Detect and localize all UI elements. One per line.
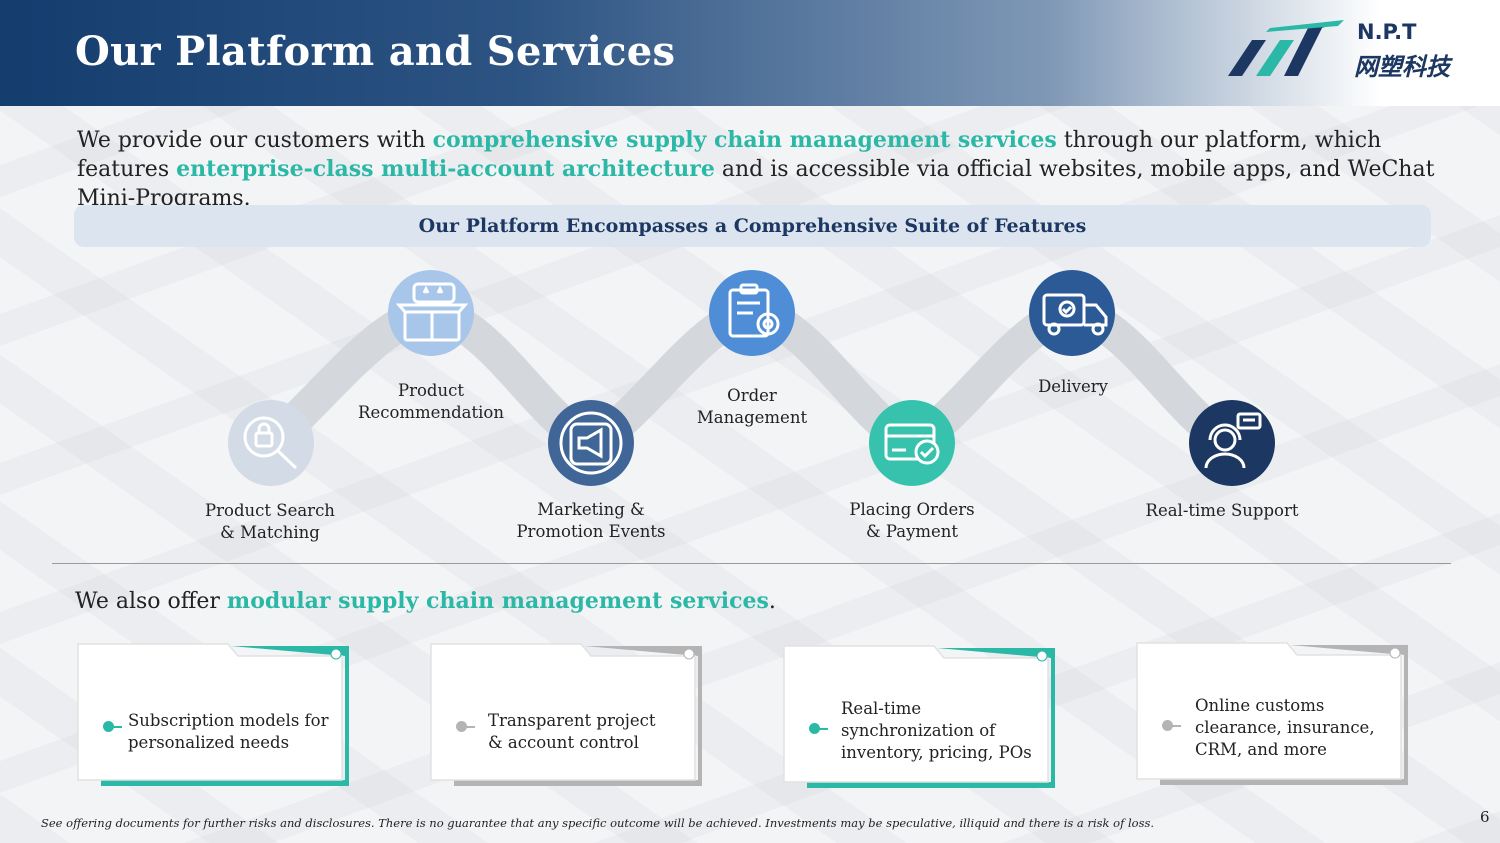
bullet-dash [112,726,122,728]
page-number: 6 [1480,808,1490,826]
feature-label-line: & Matching [220,523,320,542]
feature-circle-placing-orders [869,400,955,486]
feature-label-line: Recommendation [358,403,504,422]
feature-circle-real-time-support [1189,400,1275,486]
feature-circle-marketing [548,400,634,486]
bullet-dot [103,721,114,732]
bullet-dash [465,726,475,728]
card-text-line: & account control [488,733,639,752]
card-text-line: Online customs [1195,696,1325,715]
bullet-dash [818,728,828,730]
feature-label-line: Management [696,408,808,427]
service-card-transparent-project: Transparent project & account control [429,642,703,788]
card-frame [783,645,1055,788]
page-title: Our Platform and Services [75,28,676,75]
feature-label-product-search: Product Search & Matching [200,500,340,544]
card-text-line: Subscription models for [128,711,329,730]
card-text-line: Real-time [841,699,922,718]
intro-text-1: We provide our customers with [77,128,433,153]
npt-logo-icon [1228,20,1344,76]
card-frame [77,643,349,786]
feature-label-delivery: Delivery [1003,376,1143,398]
disclaimer-footnote: See offering documents for further risks… [41,816,1155,830]
modular-highlight: modular supply chain management services [226,588,769,614]
intro-highlight-2: enterprise-class multi-account architect… [176,156,715,182]
feature-label-line: Delivery [1038,377,1108,396]
feature-label-line: Marketing & [537,500,645,519]
feature-label-marketing: Marketing & Promotion Events [511,499,671,543]
megaphone-icon [559,411,623,475]
intro-text-2: through our platform, which features [77,128,1382,182]
modular-prefix: We also offer [75,589,227,614]
feature-label-placing-orders: Placing Orders & Payment [832,499,992,543]
card-text-line: synchronization of [841,721,996,740]
card-text: Transparent project & account control [488,710,656,754]
card-frame [430,643,702,786]
modular-suffix: . [768,589,776,614]
feature-label-product-recommendation: Product Recommendation [351,380,511,424]
feature-label-line: Order [727,386,777,405]
delivery-truck-icon [1042,293,1108,336]
card-frame [1136,642,1408,785]
card-text-line: Transparent project [488,711,656,730]
card-text-line: clearance, insurance, [1195,718,1375,737]
feature-label-line: Promotion Events [516,522,666,541]
header-bar: Our Platform and Services N.P.T 网塑科技 [0,0,1500,106]
feature-circle-product-search [228,400,314,486]
service-card-subscription: Subscription models for personalized nee… [76,642,350,788]
service-card-online-customs: Online customs clearance, insurance, CRM… [1135,641,1409,787]
logo-text-en: N.P.T [1357,20,1417,44]
card-text: Online customs clearance, insurance, CRM… [1195,695,1375,761]
features-wave [228,270,1275,486]
feature-label-line: & Payment [865,522,959,541]
section-divider [52,563,1451,564]
card-text: Real-time synchronization of inventory, … [841,698,1032,764]
feature-circle-delivery [1029,270,1115,356]
features-banner: Our Platform Encompasses a Comprehensive… [74,205,1431,247]
card-text-line: CRM, and more [1195,740,1327,759]
feature-circle-order-management [709,270,795,356]
card-check-icon [884,423,940,465]
gift-box-stars-icon [395,282,469,342]
logo-text-cn: 网塑科技 [1354,53,1450,81]
feature-label-line: Product [398,381,464,400]
feature-label-real-time-support: Real-time Support [1132,500,1312,522]
bullet-dot [1162,720,1173,731]
modular-heading: We also offer modular supply chain manag… [75,588,776,614]
bullet-dot [809,723,820,734]
support-agent-icon [1204,412,1262,469]
intro-highlight-1: comprehensive supply chain management se… [432,127,1057,153]
feature-label-order-management: Order Management [682,385,822,429]
bullet-dot [456,721,467,732]
feature-label-line: Placing Orders [849,500,975,519]
service-card-real-time-sync: Real-time synchronization of inventory, … [782,644,1056,790]
feature-label-line: Real-time Support [1145,501,1299,520]
card-text-line: inventory, pricing, POs [841,743,1032,762]
card-text: Subscription models for personalized nee… [128,710,328,754]
clipboard-gear-icon [728,283,780,338]
card-text-line: personalized needs [128,733,290,752]
intro-paragraph: We provide our customers with comprehens… [77,126,1447,213]
shopping-bag-search-icon [243,416,298,470]
feature-label-line: Product Search [205,501,335,520]
feature-circle-product-recommendation [388,270,474,356]
bullet-dash [1171,725,1181,727]
